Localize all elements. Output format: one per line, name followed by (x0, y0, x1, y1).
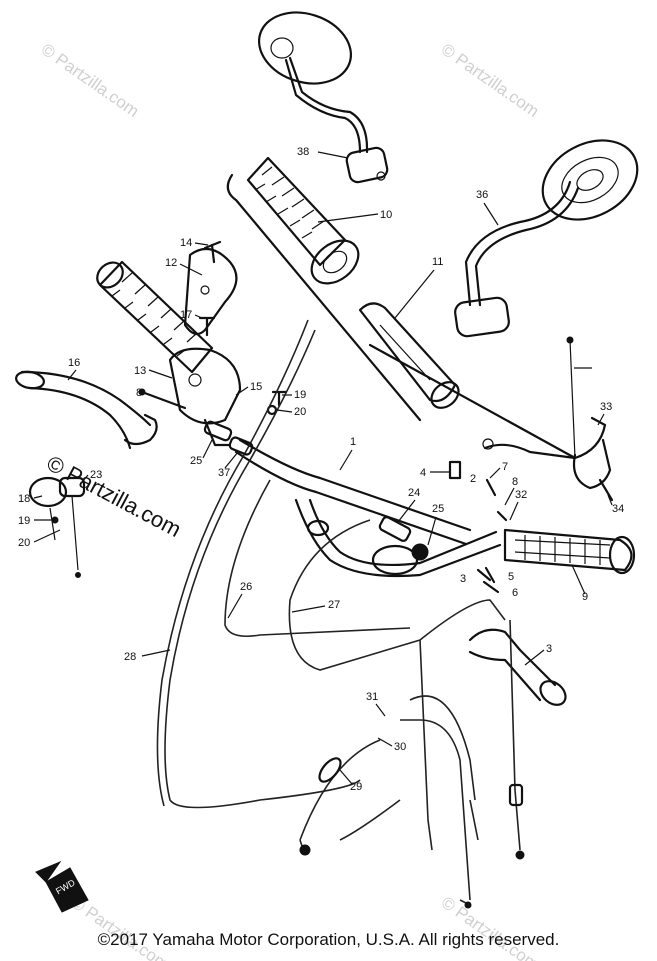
left-grip-assembly (96, 247, 242, 447)
mirror-36 (454, 139, 639, 338)
callout-17: 17 (180, 309, 192, 321)
grip-10 (246, 156, 360, 285)
callout-26: 26 (240, 581, 252, 593)
watermark-top-right: © Partzilla.com (438, 40, 543, 121)
callout-12: 12 (165, 257, 177, 269)
clutch-lever-16 (15, 370, 158, 450)
callout-25-right: 25 (432, 503, 444, 515)
callout-16: 16 (68, 357, 80, 369)
copyright-notice: ©2017 Yamaha Motor Corporation, U.S.A. A… (97, 930, 560, 949)
callout-10: 10 (380, 209, 392, 221)
cable-adjusters (203, 420, 412, 542)
handlebar-1 (234, 438, 502, 578)
callout-25-left: 25 (190, 455, 202, 467)
small-bolts (448, 460, 508, 594)
callout-32: 32 (515, 489, 527, 501)
callout-30: 30 (394, 741, 406, 753)
callout-27: 27 (328, 599, 340, 611)
callout-1: 1 (350, 436, 356, 448)
throttle-grip-9 (503, 528, 636, 575)
callout-29: 29 (350, 781, 362, 793)
callout-31: 31 (366, 691, 378, 703)
callouts: 38 10 11 36 14 12 17 16 13 15 19 20 8 25… (18, 146, 624, 793)
callout-35: 37 (218, 467, 230, 479)
grip-11 (358, 302, 460, 409)
mirror-38 (257, 11, 389, 184)
throttle-housing-33 (368, 336, 614, 502)
callout-18: 18 (18, 493, 30, 505)
callout-33: 33 (600, 401, 612, 413)
callout-8-right: 8 (512, 476, 518, 488)
callout-2: 2 (470, 473, 476, 485)
callout-13: 13 (134, 365, 146, 377)
forward-direction-badge: FWD (35, 860, 89, 913)
callout-19: 19 (18, 515, 30, 527)
callout-14: 14 (180, 237, 192, 249)
watermark-bottom-right: © Partzilla.com (438, 893, 543, 961)
watermark-top-left: © Partzilla.com (38, 40, 143, 121)
option-bracket-line (226, 173, 422, 422)
callout-6: 6 (512, 587, 518, 599)
callout-36: 36 (476, 189, 488, 201)
watermark-bottom-left: © Partzilla.com (68, 893, 173, 961)
callout-38: 38 (297, 146, 309, 158)
callout-3-small: 3 (460, 573, 466, 585)
callout-15: 15 (250, 381, 262, 393)
screws (138, 240, 288, 416)
brake-lever-3 (468, 628, 567, 706)
callout-20: 20 (18, 537, 30, 549)
callout-23: 23 (90, 469, 102, 481)
callout-5: 5 (508, 571, 514, 583)
callout-21: 19 (294, 389, 306, 401)
callout-8-left: 8 (136, 387, 142, 399)
cables (156, 319, 525, 909)
callout-3: 3 (546, 643, 552, 655)
callout-24: 24 (408, 487, 420, 499)
callout-22: 20 (294, 406, 306, 418)
callout-28: 28 (124, 651, 136, 663)
callout-34: 34 (612, 503, 624, 515)
callout-7: 7 (502, 461, 508, 473)
callout-9: 9 (582, 591, 588, 603)
callout-4: 4 (420, 467, 426, 479)
callout-11: 11 (432, 256, 443, 268)
choke-switch-23 (28, 476, 86, 578)
